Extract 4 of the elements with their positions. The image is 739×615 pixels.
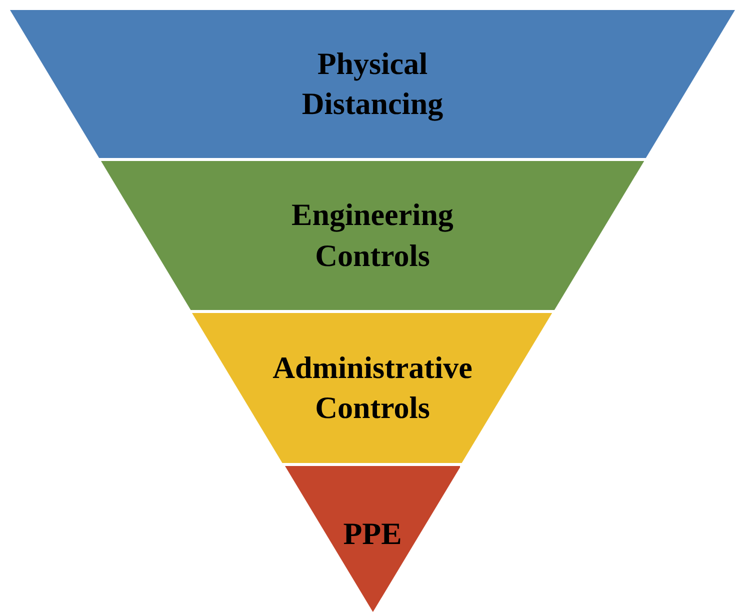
band-label: Administrative Controls (272, 348, 474, 427)
band-label: Engineering Controls (290, 196, 454, 274)
band-label: PPE (343, 514, 402, 553)
band-label: Physical Distancing (300, 44, 444, 123)
